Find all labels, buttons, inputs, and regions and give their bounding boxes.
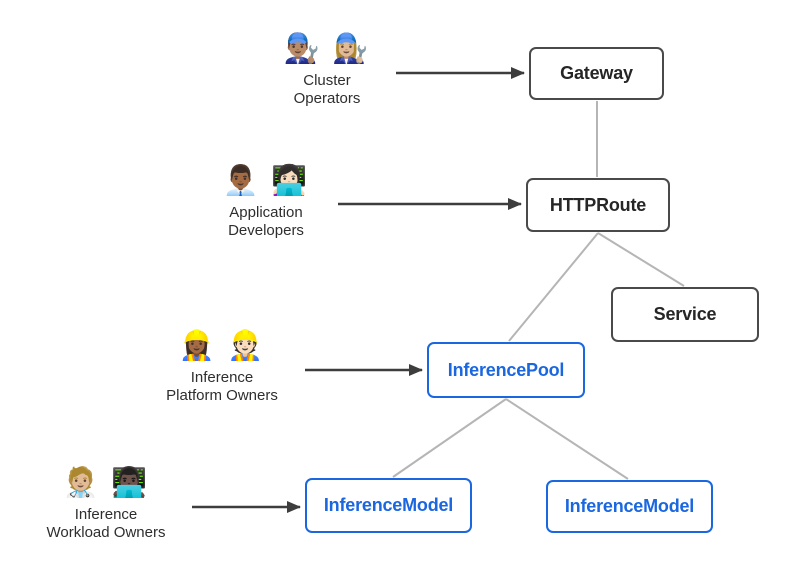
node-gateway: Gateway (529, 47, 664, 100)
actor-inference-workload-owners: 🧑🏼‍⚕️ 👨🏿‍💻 Inference Workload Owners (11, 467, 201, 542)
relationship-lines (392, 101, 685, 480)
node-inferencemodel-right-label: InferenceModel (564, 496, 695, 516)
node-inferencemodel-left: InferenceModel (305, 478, 472, 533)
actor-application-developers: 👨🏾‍💼 👩🏻‍💻 Application Developers (186, 165, 346, 240)
node-service-label: Service (653, 304, 717, 324)
actor-cluster-operators-label: Cluster Operators (293, 72, 361, 108)
actor-arrows (192, 67, 525, 513)
actor-inference-platform-owners-label: Inference Platform Owners (166, 369, 278, 405)
actor-cluster-operators: 👨🏽‍🔧 👩🏼‍🔧 Cluster Operators (247, 33, 407, 108)
mechanic-people-icon: 👨🏽‍🔧 👩🏼‍🔧 (283, 33, 371, 65)
node-inferencepool-label: InferencePool (447, 359, 565, 380)
node-inferencepool: InferencePool (427, 342, 585, 398)
actor-inference-platform-owners: 👷🏾‍♀️ 👷🏻 Inference Platform Owners (132, 330, 312, 405)
node-service: Service (611, 287, 759, 342)
actor-inference-workload-owners-label: Inference Workload Owners (46, 506, 166, 542)
workload-owner-people-icon: 🧑🏼‍⚕️ 👨🏿‍💻 (62, 467, 150, 499)
node-httproute: HTTPRoute (526, 178, 670, 232)
construction-worker-people-icon: 👷🏾‍♀️ 👷🏻 (178, 330, 266, 362)
node-httproute-label: HTTPRoute (549, 194, 647, 215)
actor-application-developers-label: Application Developers (228, 204, 304, 240)
node-inferencemodel-right: InferenceModel (546, 480, 713, 533)
node-inferencemodel-left-label: InferenceModel (323, 495, 454, 515)
node-gateway-label: Gateway (560, 63, 633, 83)
developer-people-icon: 👨🏾‍💼 👩🏻‍💻 (222, 165, 310, 197)
